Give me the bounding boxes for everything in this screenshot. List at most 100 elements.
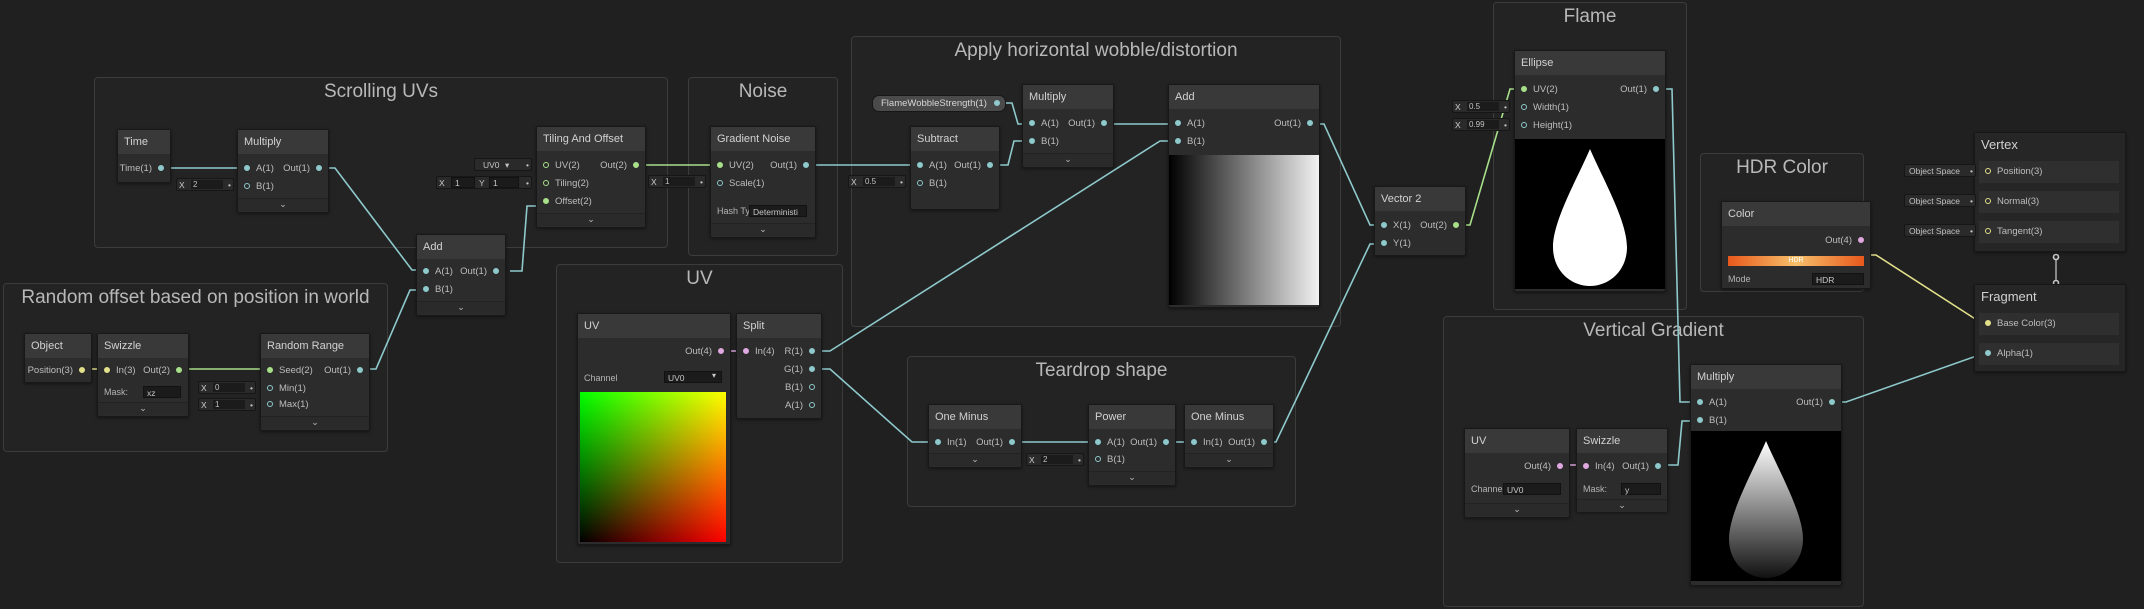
- port-dot-icon[interactable]: [1985, 350, 1991, 356]
- port-dot-icon[interactable]: [1985, 198, 1991, 204]
- port-dot-icon[interactable]: [493, 268, 499, 274]
- time-out-port[interactable]: Time(1): [120, 162, 164, 176]
- one-minus-2-node[interactable]: One Minus In(1) Out(1) ⌄: [1184, 404, 1274, 468]
- subtract-b-port[interactable]: B(1): [917, 177, 947, 191]
- swizzle-gradient-node[interactable]: Swizzle In(4) Out(1) Mask: y ⌄: [1576, 428, 1668, 512]
- vector2-node[interactable]: Vector 2 X(1) Y(1) Out(2): [1374, 186, 1466, 256]
- vertex-normal-row[interactable]: Normal(3): [1979, 191, 2119, 213]
- one-minus-node[interactable]: One Minus In(1) Out(1) ⌄: [928, 404, 1022, 468]
- expand-chevron-icon[interactable]: ⌄: [1023, 153, 1113, 166]
- tiling-uv-port[interactable]: UV(2): [543, 159, 580, 173]
- fragment-alpha-row[interactable]: Alpha(1): [1979, 343, 2119, 365]
- uv-out-port[interactable]: Out(4): [685, 345, 724, 359]
- port-dot-icon[interactable]: [357, 367, 363, 373]
- port-dot-icon[interactable]: [1655, 463, 1661, 469]
- ellipse-out-port[interactable]: Out(1): [1620, 83, 1659, 97]
- power-b-port[interactable]: B(1): [1095, 453, 1125, 467]
- noise-uv-port[interactable]: UV(2): [717, 159, 754, 173]
- port-dot-icon[interactable]: [244, 165, 250, 171]
- split-in-port[interactable]: In(4): [743, 345, 775, 359]
- add-wobble-node[interactable]: Add A(1) B(1) Out(1): [1168, 84, 1320, 308]
- add-wobble-b-port[interactable]: B(1): [1175, 135, 1205, 149]
- port-dot-icon[interactable]: [1095, 456, 1101, 462]
- port-dot-icon[interactable]: [104, 367, 110, 373]
- port-dot-icon[interactable]: [1029, 138, 1035, 144]
- port-dot-icon[interactable]: [1653, 86, 1659, 92]
- port-dot-icon[interactable]: [994, 100, 1000, 106]
- object-node[interactable]: Object Position(3): [24, 333, 92, 383]
- subtract-node[interactable]: Subtract A(1) B(1) Out(1): [910, 126, 1000, 210]
- subtract-a-port[interactable]: A(1): [917, 159, 947, 173]
- port-dot-icon[interactable]: [717, 162, 723, 168]
- port-dot-icon[interactable]: [1095, 439, 1101, 445]
- port-dot-icon[interactable]: [1583, 463, 1589, 469]
- expand-chevron-icon[interactable]: ⌄: [929, 453, 1021, 466]
- flame-wobble-strength-property[interactable]: FlameWobbleStrength(1): [872, 95, 1006, 112]
- ellipse-uv-port[interactable]: UV(2): [1521, 83, 1558, 97]
- port-dot-icon[interactable]: [267, 367, 273, 373]
- port-dot-icon[interactable]: [987, 162, 993, 168]
- channel-select[interactable]: UV0: [1503, 483, 1561, 495]
- expand-chevron-icon[interactable]: ⌄: [261, 416, 369, 429]
- random-seed-port[interactable]: Seed(2): [267, 364, 313, 378]
- port-dot-icon[interactable]: [809, 384, 815, 390]
- port-dot-icon[interactable]: [809, 348, 815, 354]
- port-dot-icon[interactable]: [1557, 463, 1563, 469]
- port-dot-icon[interactable]: [543, 198, 549, 204]
- uv-gradient-out-port[interactable]: Out(4): [1524, 460, 1563, 474]
- fragment-basecolor-row[interactable]: Base Color(3): [1979, 313, 2119, 335]
- port-dot-icon[interactable]: [423, 268, 429, 274]
- ellipse-node[interactable]: Ellipse UV(2) Width(1) Height(1) Out(1): [1514, 50, 1666, 292]
- port-dot-icon[interactable]: [1163, 439, 1169, 445]
- port-dot-icon[interactable]: [1521, 86, 1527, 92]
- port-dot-icon[interactable]: [1175, 120, 1181, 126]
- random-max-port[interactable]: Max(1): [267, 398, 309, 412]
- port-dot-icon[interactable]: [718, 348, 724, 354]
- split-r-port[interactable]: R(1): [785, 345, 815, 359]
- split-b-port[interactable]: B(1): [785, 381, 815, 395]
- hdr-color-bar[interactable]: HDR: [1728, 256, 1864, 266]
- port-dot-icon[interactable]: [1191, 439, 1197, 445]
- channel-select[interactable]: UV0: [664, 371, 722, 383]
- expand-chevron-icon[interactable]: ⌄: [1089, 471, 1175, 484]
- hash-type-select[interactable]: Deterministi: [749, 205, 807, 217]
- port-dot-icon[interactable]: [1101, 120, 1107, 126]
- port-dot-icon[interactable]: [1381, 222, 1387, 228]
- expand-chevron-icon[interactable]: ⌄: [711, 223, 815, 236]
- port-dot-icon[interactable]: [1697, 417, 1703, 423]
- port-dot-icon[interactable]: [267, 385, 273, 391]
- multiply-a-port[interactable]: A(1): [244, 162, 274, 176]
- one-minus-in-port[interactable]: In(1): [935, 436, 967, 450]
- vertex-tangent-row[interactable]: Tangent(3): [1979, 221, 2119, 243]
- port-dot-icon[interactable]: [1029, 120, 1035, 126]
- multiply-out-port[interactable]: Out(1): [283, 162, 322, 176]
- add-b-port[interactable]: B(1): [423, 283, 453, 297]
- port-dot-icon[interactable]: [633, 162, 639, 168]
- ellipse-width-port[interactable]: Width(1): [1521, 101, 1569, 115]
- port-dot-icon[interactable]: [1985, 228, 1991, 234]
- color-out-port[interactable]: Out(4): [1825, 234, 1864, 248]
- split-g-port[interactable]: G(1): [784, 363, 815, 377]
- port-dot-icon[interactable]: [809, 366, 815, 372]
- port-dot-icon[interactable]: [935, 439, 941, 445]
- multiply-node[interactable]: Multiply A(1) B(1) Out(1) ⌄: [237, 129, 329, 213]
- expand-chevron-icon[interactable]: ⌄: [238, 198, 328, 211]
- add-wobble-a-port[interactable]: A(1): [1175, 117, 1205, 131]
- vector2-x-port[interactable]: X(1): [1381, 219, 1411, 233]
- tiling-uv-select[interactable]: UV0▾•: [474, 158, 532, 171]
- vector2-out-port[interactable]: Out(2): [1420, 219, 1459, 233]
- multiply-gradient-node[interactable]: Multiply A(1) B(1) Out(1): [1690, 364, 1842, 586]
- add-a-port[interactable]: A(1): [423, 265, 453, 279]
- port-dot-icon[interactable]: [917, 180, 923, 186]
- split-a-port[interactable]: A(1): [785, 399, 815, 413]
- fragment-block[interactable]: Fragment Base Color(3) Alpha(1): [1974, 284, 2126, 372]
- port-dot-icon[interactable]: [158, 165, 164, 171]
